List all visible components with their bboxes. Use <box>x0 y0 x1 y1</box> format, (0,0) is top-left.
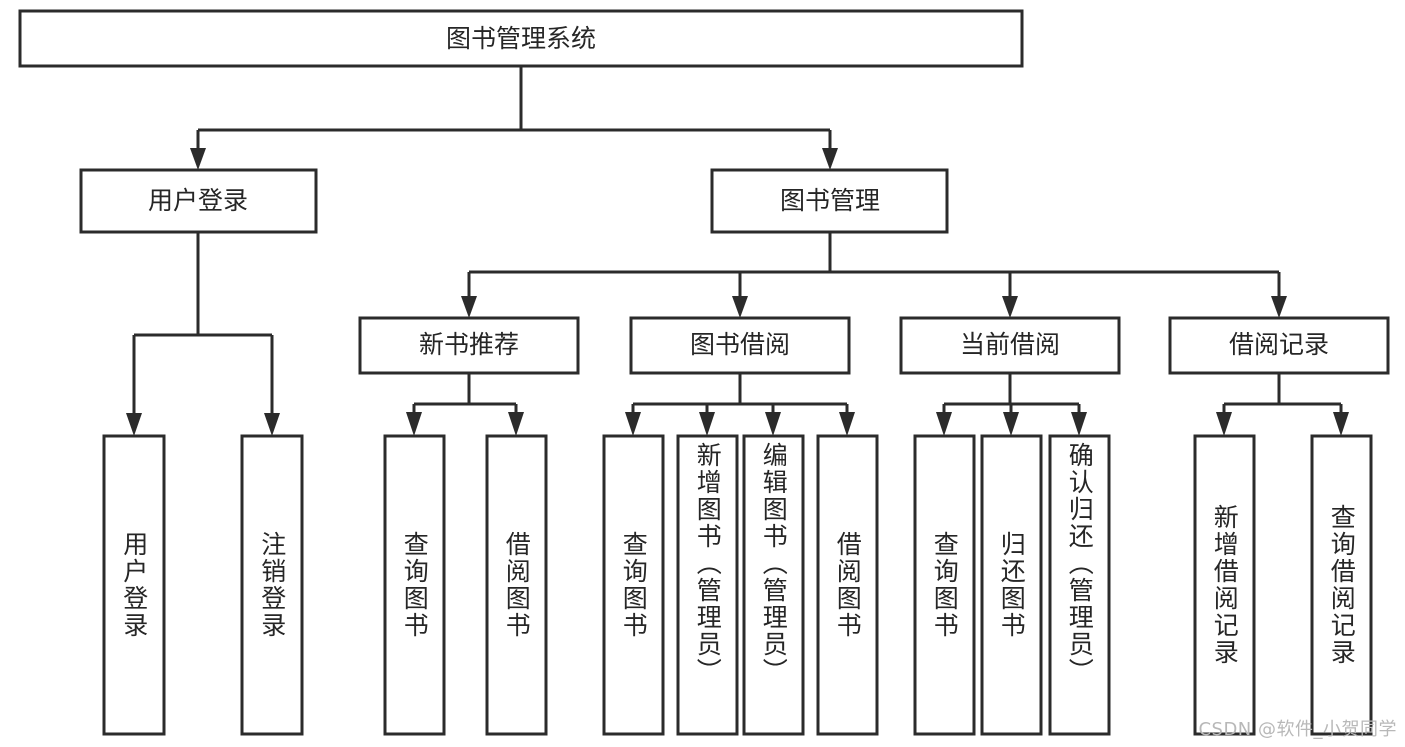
arrow-head-leaf-user-login <box>126 413 142 436</box>
node-root-box[interactable] <box>18 9 1024 68</box>
node-new-book-recommend-box[interactable] <box>358 316 580 375</box>
leaf-add-book-box[interactable] <box>676 434 739 736</box>
node-book-borrow-box[interactable] <box>629 316 851 375</box>
leaf-user-login-box[interactable] <box>102 434 166 736</box>
leaf-edit-book-box[interactable] <box>742 434 805 736</box>
node-current-borrow-box[interactable] <box>899 316 1121 375</box>
node-book-management-box[interactable] <box>710 168 949 234</box>
node-root-label: 图书管理系统 <box>446 24 596 53</box>
arrow-head-leaf-add-record <box>1216 412 1232 436</box>
leaf-add-record-box[interactable] <box>1193 434 1256 736</box>
node-new-book-recommend-label: 新书推荐 <box>419 330 519 359</box>
arrow-head-borrow-record <box>1271 296 1287 318</box>
arrow-head-new-book-recommend <box>461 296 477 318</box>
csdn-watermark: CSDN @软件_小贺同学 <box>1198 719 1397 740</box>
leaf-query-book-3-box[interactable] <box>913 434 976 736</box>
arrow-head-book-borrow <box>732 296 748 318</box>
leaf-box-group <box>102 434 1373 736</box>
node-book-borrow[interactable]: 图书借阅 <box>629 316 851 375</box>
connector-group <box>126 66 1349 436</box>
node-borrow-record[interactable]: 借阅记录 <box>1168 316 1390 375</box>
leaf-confirm-return-box[interactable] <box>1048 434 1111 736</box>
node-user-login-box[interactable] <box>79 168 318 234</box>
leaf-return-book-box[interactable] <box>980 434 1043 736</box>
arrow-head-leaf-query-book-2 <box>625 412 641 436</box>
leaf-query-book-1-box[interactable] <box>383 434 446 736</box>
node-current-borrow-label: 当前借阅 <box>960 330 1060 359</box>
arrow-head-leaf-query-book-1 <box>406 412 422 436</box>
node-borrow-record-box[interactable] <box>1168 316 1390 375</box>
leaf-query-record-box[interactable] <box>1310 434 1373 736</box>
arrow-head-leaf-query-book-3 <box>936 412 952 436</box>
arrow-head-leaf-borrow-book-1 <box>508 412 524 436</box>
node-user-login-label: 用户登录 <box>148 186 248 215</box>
arrow-head-leaf-edit-book <box>765 412 781 436</box>
leaf-borrow-book-2-box[interactable] <box>816 434 879 736</box>
arrow-head-leaf-logout-login <box>264 413 280 436</box>
arrow-head-leaf-confirm-return <box>1071 412 1087 436</box>
leaf-borrow-book-1-box[interactable] <box>485 434 548 736</box>
node-borrow-record-label: 借阅记录 <box>1229 330 1329 359</box>
arrow-head-leaf-borrow-book-2 <box>839 412 855 436</box>
node-root[interactable]: 图书管理系统 <box>18 9 1024 68</box>
leaf-logout-login-box[interactable] <box>240 434 304 736</box>
arrow-head-leaf-query-record <box>1333 412 1349 436</box>
node-new-book-recommend[interactable]: 新书推荐 <box>358 316 580 375</box>
node-user-login[interactable]: 用户登录 <box>79 168 318 234</box>
node-book-borrow-label: 图书借阅 <box>690 330 790 359</box>
arrow-head-current-borrow <box>1002 296 1018 318</box>
node-book-management-label: 图书管理 <box>780 186 880 215</box>
arrow-head-leaf-return-book <box>1003 412 1019 436</box>
node-current-borrow[interactable]: 当前借阅 <box>899 316 1121 375</box>
arrow-head-leaf-add-book <box>699 412 715 436</box>
node-book-management[interactable]: 图书管理 <box>710 168 949 234</box>
arrow-head-user-login <box>190 148 206 170</box>
leaf-query-book-2-box[interactable] <box>602 434 665 736</box>
arrow-head-book-management <box>822 148 838 170</box>
